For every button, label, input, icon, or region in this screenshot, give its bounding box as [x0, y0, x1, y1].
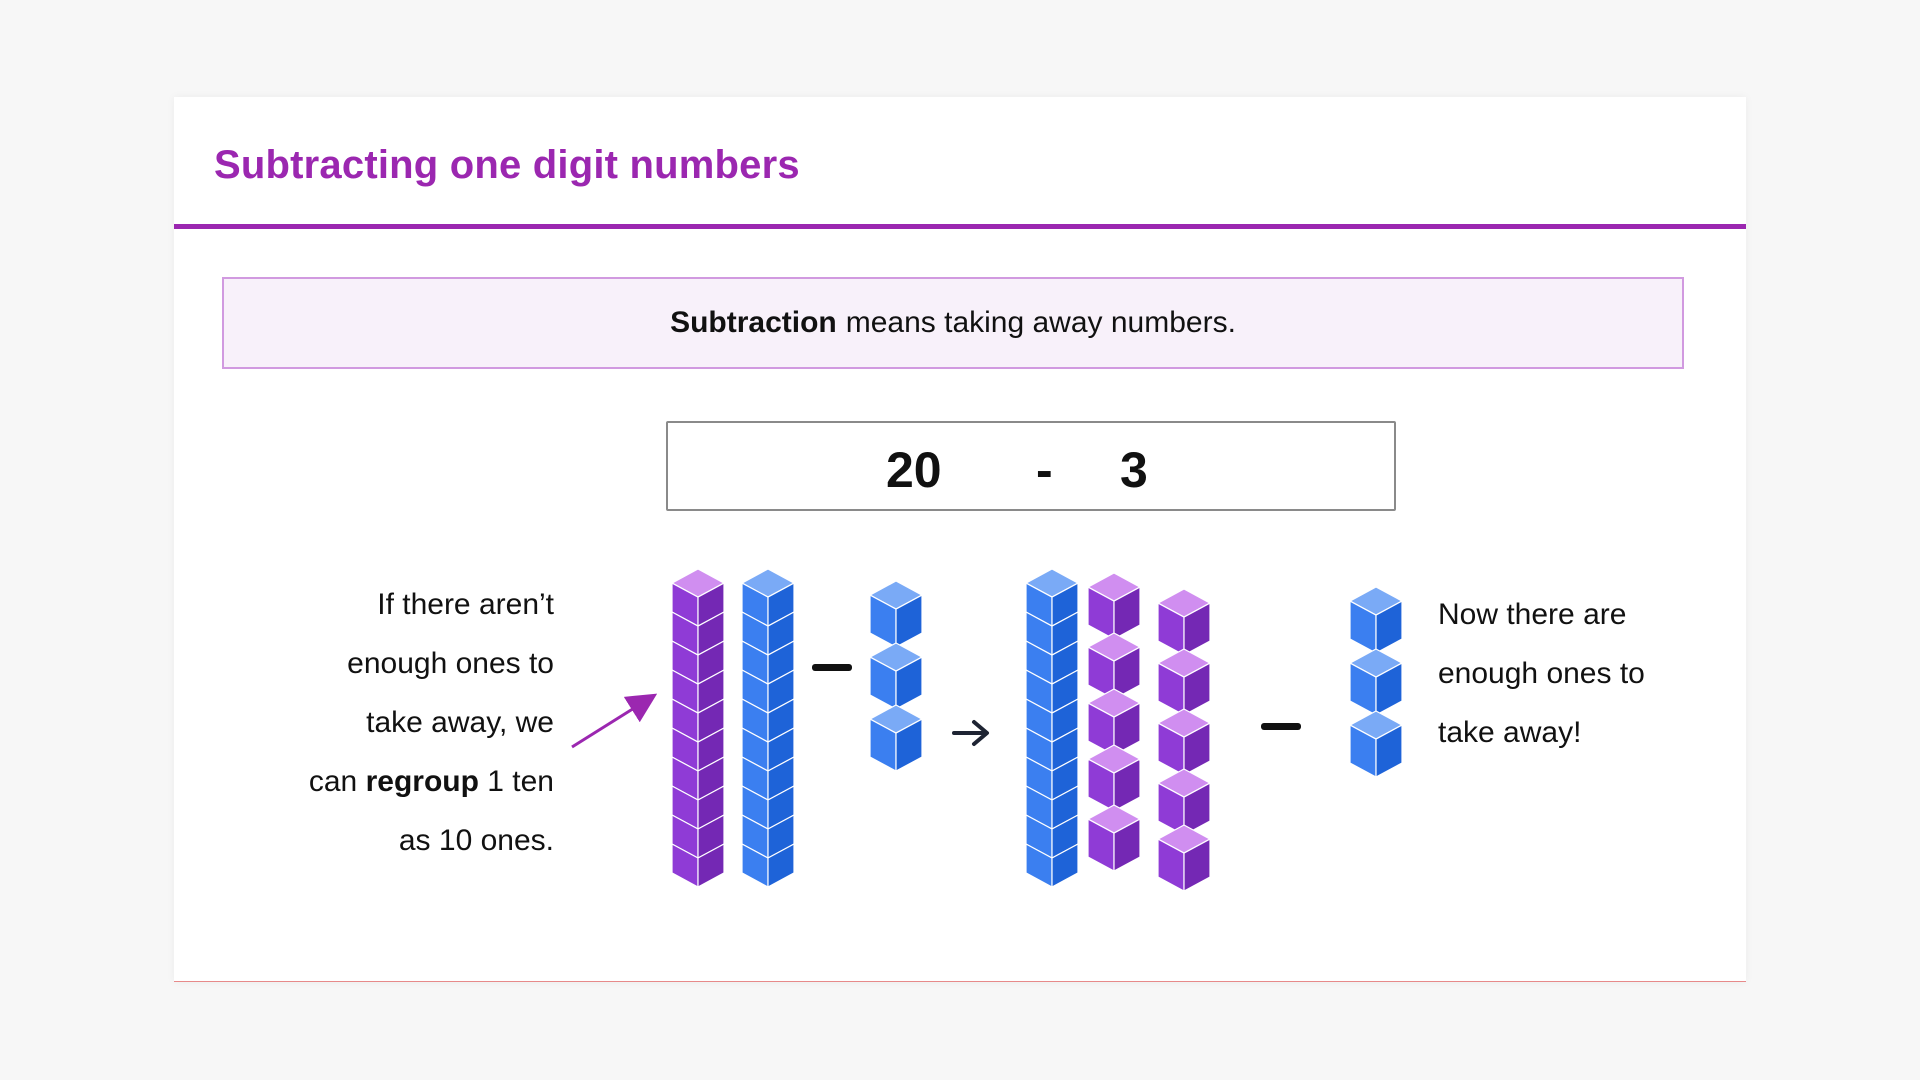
ones-cube-regrouped [1157, 768, 1211, 836]
ones-cube [1349, 710, 1403, 778]
ones-cube [869, 704, 923, 772]
regroup-line-3: take away, we [366, 706, 554, 739]
page-title: Subtracting one digit numbers [214, 143, 800, 187]
regroup-line-5: as 10 ones. [398, 824, 554, 857]
ones-cube-regrouped [1087, 572, 1141, 640]
ones-cubes [869, 572, 1403, 892]
minus-sign-icon [812, 664, 852, 671]
ones-cube-regrouped [1087, 804, 1141, 872]
definition-text: means taking away numbers. [845, 306, 1236, 339]
ones-cube-regrouped [1157, 588, 1211, 656]
regroup-arrow-icon [571, 693, 658, 749]
regroup-term: regroup [365, 765, 479, 798]
tens-rod-blue [741, 568, 795, 888]
result-explanation: Now there are enough ones to take away! [1438, 585, 1738, 762]
base-ten-blocks-diagram [571, 568, 1403, 892]
definition-box: Subtraction means taking away numbers. [222, 277, 1684, 369]
equation-right-operand: 3 [1120, 442, 1148, 498]
tens-rod-purple [671, 568, 725, 888]
minus-sign-icon [1261, 723, 1301, 730]
result-line-2: enough ones to [1438, 657, 1645, 690]
regroup-line-4: can regroup 1 ten [234, 752, 554, 811]
ones-cube-regrouped [1087, 744, 1141, 812]
ones-cube [869, 580, 923, 648]
ones-cube [1349, 586, 1403, 654]
regroup-explanation: If there aren’t enough ones to take away… [234, 575, 554, 870]
tens-rods [671, 568, 1079, 888]
result-line-1: Now there are [1438, 598, 1627, 631]
regroup-line-2: enough ones to [347, 647, 554, 680]
result-line-3: take away! [1438, 716, 1582, 749]
ones-cube-regrouped [1157, 824, 1211, 892]
regroup-line-4-start: can [308, 765, 358, 798]
regroup-line-4-end: 1 ten [487, 765, 554, 798]
regroup-line-1: If there aren’t [377, 588, 554, 621]
slide: Subtracting one digit numbers Subtractio… [174, 97, 1746, 982]
ones-cube-regrouped [1087, 688, 1141, 756]
ones-cube-regrouped [1157, 708, 1211, 776]
equation-box: 20 - 3 [666, 421, 1396, 511]
right-arrow-icon [952, 720, 989, 746]
definition-term: Subtraction [670, 306, 837, 339]
equation-operator: - [1036, 442, 1053, 498]
ones-cube [869, 642, 923, 710]
title-divider [174, 224, 1746, 229]
ones-cube [1349, 648, 1403, 716]
ones-cube-regrouped [1087, 632, 1141, 700]
tens-rod-blue [1025, 568, 1079, 888]
ones-cube-regrouped [1157, 648, 1211, 716]
equation-left-operand: 20 [886, 442, 942, 498]
